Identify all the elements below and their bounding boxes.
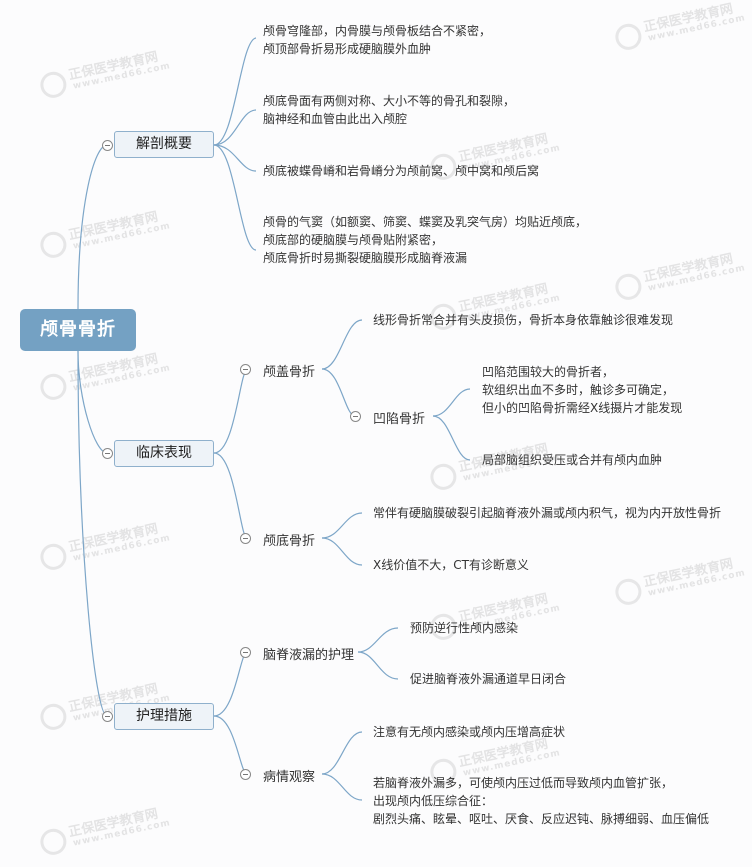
watermark-logo-icon xyxy=(37,371,69,403)
collapse-toggle-icon[interactable] xyxy=(240,769,251,780)
collapse-toggle-icon[interactable] xyxy=(102,140,113,151)
leaf-node[interactable]: 颅骨的气窦（如额窦、筛窦、蝶窦及乳突气房）均贴近颅底，颅底部的硬脑膜与颅骨贴附紧… xyxy=(263,215,588,265)
leaf-node[interactable]: 常伴有硬脑膜破裂引起脑脊液外漏或颅内积气，视为内开放性骨折 xyxy=(373,506,722,520)
watermark-logo-icon xyxy=(37,541,69,573)
branch-nursing[interactable]: 护理措施 xyxy=(114,703,214,730)
subbranch-skull-vault-fracture[interactable]: 颅盖骨折 xyxy=(263,365,316,380)
watermark-logo-icon xyxy=(37,701,69,733)
collapse-toggle-icon[interactable] xyxy=(240,647,251,658)
watermark-logo-icon xyxy=(37,69,69,101)
subbranch-condition-monitoring[interactable]: 病情观察 xyxy=(263,770,316,785)
watermark-logo-icon xyxy=(612,21,644,53)
collapse-toggle-icon[interactable] xyxy=(240,533,251,544)
leaf-node[interactable]: 若脑脊液外漏多，可使颅内压过低而导致颅内血管扩张，出现颅内低压综合征：剧烈头痛、… xyxy=(373,776,710,826)
subbranch-depressed-fracture[interactable]: 凹陷骨折 xyxy=(373,412,426,427)
leaf-node[interactable]: 颅骨穹隆部，内骨膜与颅骨板结合不紧密，颅顶部骨折易形成硬脑膜外血肿 xyxy=(263,24,492,56)
leaf-node[interactable]: 注意有无颅内感染或颅内压增高症状 xyxy=(373,725,566,739)
leaf-node[interactable]: 线形骨折常合并有头皮损伤，骨折本身依靠触诊很难发现 xyxy=(373,313,674,327)
watermark-logo-icon xyxy=(37,229,69,261)
watermark-logo-icon xyxy=(427,461,459,493)
collapse-toggle-icon[interactable] xyxy=(240,364,251,375)
leaf-node[interactable]: 预防逆行性颅内感染 xyxy=(410,621,519,635)
collapse-toggle-icon[interactable] xyxy=(102,711,113,722)
branch-anatomy[interactable]: 解剖概要 xyxy=(114,131,214,158)
root-node[interactable]: 颅骨骨折 xyxy=(20,309,136,351)
leaf-node[interactable]: 凹陷范围较大的骨折者，软组织出血不多时，触诊多可确定，但小的凹陷骨折需经X线摄片… xyxy=(482,365,683,415)
subbranch-csf-leak-care[interactable]: 脑脊液漏的护理 xyxy=(263,648,355,663)
watermark-logo-icon xyxy=(37,826,69,858)
leaf-node[interactable]: 颅底骨面有两侧对称、大小不等的骨孔和裂隙，脑神经和血管由此出入颅腔 xyxy=(263,94,516,126)
watermark-logo-icon xyxy=(612,271,644,303)
branch-clinical[interactable]: 临床表现 xyxy=(114,440,214,467)
leaf-node[interactable]: 颅底被蝶骨嵴和岩骨嵴分为颅前窝、颅中窝和颅后窝 xyxy=(263,164,540,178)
subbranch-skull-base-fracture[interactable]: 颅底骨折 xyxy=(263,534,316,549)
leaf-node[interactable]: X线价值不大，CT有诊断意义 xyxy=(373,558,529,572)
collapse-toggle-icon[interactable] xyxy=(350,411,361,422)
leaf-node[interactable]: 局部脑组织受压或合并有颅内血肿 xyxy=(482,453,663,467)
leaf-node[interactable]: 促进脑脊液外漏通道早日闭合 xyxy=(410,672,567,686)
watermark-logo-icon xyxy=(612,576,644,608)
collapse-toggle-icon[interactable] xyxy=(102,448,113,459)
